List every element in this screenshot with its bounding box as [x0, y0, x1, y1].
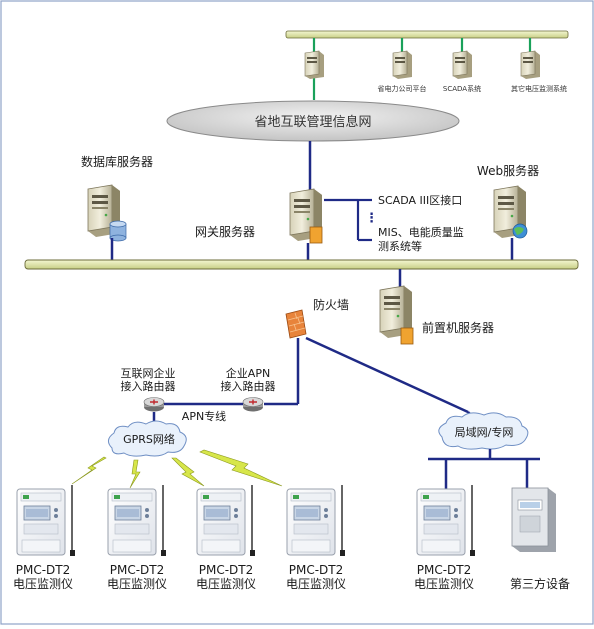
gprs-cloud — [108, 420, 187, 457]
database-cylinder-icon — [109, 220, 127, 242]
meter-4 — [286, 485, 345, 556]
interface-ellipsis: ⋮ — [365, 211, 378, 226]
meter-3-icon — [196, 488, 246, 556]
gprs-cloud-label: GPRS网络 — [123, 432, 175, 446]
meter-5 — [416, 485, 475, 556]
device-1-name: 电压监测仪 — [13, 577, 73, 591]
device-4-name: 电压监测仪 — [286, 577, 346, 591]
frontend-adapter-icon — [400, 327, 414, 345]
mis-interface-label-1: MIS、电能质量监 — [378, 225, 464, 239]
database-server-label: 数据库服务器 — [81, 154, 153, 169]
firewall-icon — [285, 309, 307, 339]
gateway-server-label: 网关服务器 — [195, 224, 255, 239]
top-bus — [285, 30, 569, 39]
web-server-label: Web服务器 — [477, 163, 539, 178]
firewall-to-lan-link — [305, 336, 469, 414]
globe-icon — [512, 223, 528, 239]
gateway-adapter-icon — [309, 226, 323, 244]
apn-router-icon — [242, 396, 264, 412]
meter-2-icon — [107, 488, 157, 556]
apn-router-label-1: 企业APN — [226, 366, 270, 380]
scada-interface-label: SCADA III区接口 — [378, 194, 462, 207]
top-server-1-icon — [304, 50, 325, 80]
provincial-network-label: 省地互联管理信息网 — [254, 114, 371, 130]
meter-5-icon — [416, 488, 466, 556]
device-4-model: PMC-DT2 — [289, 563, 344, 577]
scada-system-label: SCADA系统 — [443, 84, 481, 93]
provincial-platform-server-icon — [392, 50, 413, 80]
main-bus — [24, 259, 579, 270]
device-2-name: 电压监测仪 — [107, 577, 167, 591]
device-2-model: PMC-DT2 — [110, 563, 165, 577]
meter-1 — [16, 485, 75, 556]
device-5-name: 电压监测仪 — [414, 577, 474, 591]
provincial-network-ellipse — [166, 100, 460, 142]
internet-router-label-1: 互联网企业 — [121, 366, 176, 380]
meter-3 — [196, 485, 255, 556]
device-3-name: 电压监测仪 — [196, 577, 256, 591]
interface-bracket — [324, 198, 372, 242]
other-monitoring-server-icon — [520, 50, 541, 80]
other-monitoring-label: 其它电压监测系统 — [511, 84, 567, 93]
device-3-model: PMC-DT2 — [199, 563, 254, 577]
internet-router-label-2: 接入路由器 — [121, 379, 176, 393]
internet-router-icon — [143, 396, 165, 412]
meter-4-icon — [286, 488, 336, 556]
wireless-links — [71, 449, 283, 489]
apn-router-label-2: 接入路由器 — [221, 379, 276, 393]
meter-1-icon — [16, 488, 66, 556]
third-party-device-icon — [511, 487, 556, 552]
device-5-model: PMC-DT2 — [417, 563, 472, 577]
device-1-model: PMC-DT2 — [16, 563, 71, 577]
scada-server-icon — [452, 50, 473, 80]
meter-2 — [107, 485, 166, 556]
apn-line-label: APN专线 — [182, 409, 226, 423]
third-party-device-label: 第三方设备 — [510, 576, 570, 591]
mis-interface-label-2: 测系统等 — [378, 239, 422, 253]
firewall-label: 防火墙 — [313, 297, 349, 312]
lan-cloud-label: 局域网/专网 — [455, 425, 514, 439]
provincial-platform-label: 省电力公司平台 — [378, 84, 427, 93]
frontend-server-label: 前置机服务器 — [422, 320, 494, 335]
lan-cloud — [438, 412, 529, 450]
